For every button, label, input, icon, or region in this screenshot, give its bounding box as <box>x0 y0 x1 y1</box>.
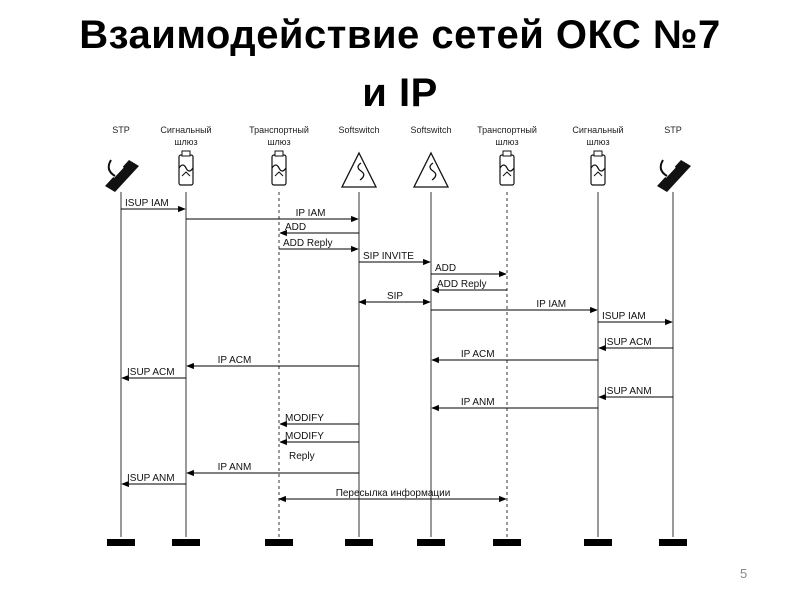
message-arrow: IP ACM <box>431 349 598 364</box>
message-arrow: SIP <box>358 291 431 306</box>
message-label: ADD Reply <box>437 279 486 290</box>
message-label: ISUP IAM <box>602 311 646 322</box>
message-arrow: MODIFY <box>279 413 359 428</box>
gateway-icon <box>178 150 194 186</box>
entity-sublabel: шлюз <box>586 137 609 147</box>
message-arrow: ISUP IAM <box>121 198 186 213</box>
message-label: ADD <box>435 263 456 274</box>
entity-ss-right: Softswitch <box>410 125 452 188</box>
message-label: SIP INVITE <box>363 251 414 262</box>
entity-sublabel: шлюз <box>174 137 197 147</box>
lifeline-base-sg-right <box>584 539 612 546</box>
message-arrow: ISUP IAM <box>598 311 673 326</box>
telephone-icon <box>105 159 139 192</box>
lifeline-base-ss-right <box>417 539 445 546</box>
message-arrow: ADD <box>279 222 359 237</box>
message-label: IP IAM <box>536 299 566 310</box>
lifeline-base-ss-left <box>345 539 373 546</box>
lifeline-base-stp-left <box>107 539 135 546</box>
slide-number: 5 <box>740 566 748 581</box>
lifeline-base-stp-right <box>659 539 687 546</box>
lifelines <box>107 192 687 546</box>
entity-tg-left: Транспортный шлюз <box>249 125 309 186</box>
message-arrow: ISUP ANM <box>121 473 186 488</box>
message-label: SIP <box>387 291 403 302</box>
message-label: ISUP IAM <box>125 198 169 209</box>
entity-label: Транспортный <box>477 125 537 135</box>
slide-title-line-2: и IP <box>362 71 438 115</box>
entity-sublabel: шлюз <box>267 137 290 147</box>
message-arrow: ADD Reply <box>279 238 359 253</box>
entity-sublabel: шлюз <box>495 137 518 147</box>
entity-label: Softswitch <box>410 125 451 135</box>
message-arrow: Пересылка информации <box>278 487 507 503</box>
message-label: ADD <box>285 222 306 233</box>
message-arrow: ISUP ANM <box>598 386 673 401</box>
message-label: ISUP ANM <box>604 386 652 397</box>
message-label: IP ANM <box>218 462 252 473</box>
message-arrow: IP IAM <box>186 208 359 223</box>
message-label: IP ACM <box>461 349 495 360</box>
lifeline-base-tg-right <box>493 539 521 546</box>
entity-tg-right: Транспортный шлюз <box>477 125 537 186</box>
entity-sg-left: Сигнальный шлюз <box>160 125 212 186</box>
telephone-icon <box>657 159 691 192</box>
entity-stp-right: STP <box>657 125 691 192</box>
message-arrow: SIP INVITE <box>359 251 431 266</box>
message-arrow: ISUP ACM <box>598 337 673 352</box>
message-arrow: ADD <box>431 263 507 278</box>
lifeline-base-tg-left <box>265 539 293 546</box>
softswitch-pyramid-icon <box>412 151 450 188</box>
message-label: ISUP ACM <box>604 337 652 348</box>
message-arrow: IP ANM <box>431 397 598 412</box>
entity-label: Сигнальный <box>160 125 211 135</box>
entity-ss-left: Softswitch <box>338 125 380 188</box>
message-label: IP ACM <box>218 355 252 366</box>
entity-headers: STP Сигнальный шлюз Транспортный шлюз Softswi… <box>105 125 691 192</box>
gateway-icon <box>271 150 287 186</box>
entity-label: Транспортный <box>249 125 309 135</box>
message-arrow: IP ACM <box>186 355 359 370</box>
entity-label: Softswitch <box>338 125 379 135</box>
message-arrow: IP ANM <box>186 462 359 477</box>
slide-title-line-1: Взаимодействие сетей ОКС №7 <box>79 13 721 57</box>
entity-label: STP <box>664 125 682 135</box>
entity-label: Сигнальный <box>572 125 623 135</box>
message-label: IP ANM <box>461 397 495 408</box>
softswitch-pyramid-icon <box>340 151 378 188</box>
gateway-icon <box>590 150 606 186</box>
message-label: MODIFY <box>285 413 324 424</box>
message-arrow: ISUP ACM <box>121 367 186 382</box>
lifeline-base-sg-left <box>172 539 200 546</box>
message-label: IP IAM <box>296 208 326 219</box>
entity-stp-left: STP <box>105 125 139 192</box>
message-label: Пересылка информации <box>336 487 451 499</box>
message-label: ISUP ACM <box>127 367 175 378</box>
entity-label: STP <box>112 125 130 135</box>
message-label: ISUP ANM <box>127 473 175 484</box>
message-label: ADD Reply <box>283 238 332 249</box>
message-arrow: IP IAM <box>431 299 598 314</box>
message-arrow: ADD Reply <box>431 279 507 294</box>
entity-sg-right: Сигнальный шлюз <box>572 125 624 186</box>
gateway-icon <box>499 150 515 186</box>
